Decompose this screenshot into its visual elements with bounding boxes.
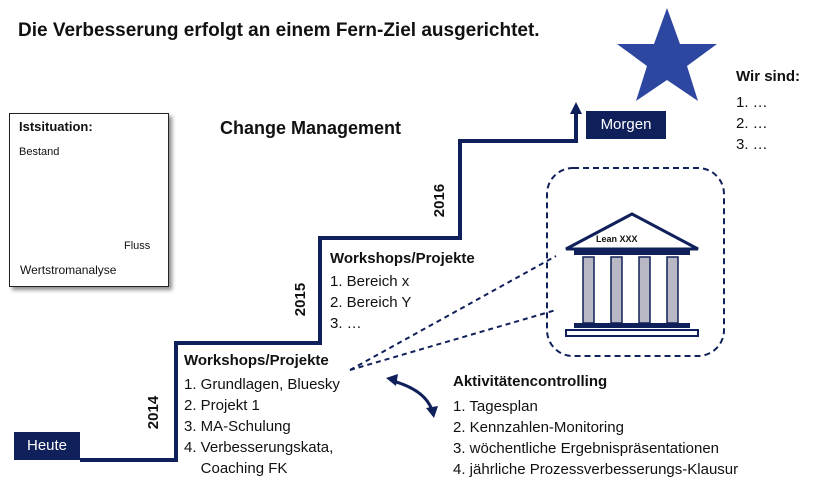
list-item: 1. Grundlagen, Bluesky [184,376,340,393]
current-state-caption: Wertstromanalyse [20,263,117,277]
list-item: 2. Kennzahlen-Monitoring [453,419,624,436]
heute-box: Heute [14,432,80,460]
goal-item: 1. … [736,94,768,111]
staircase-arrowhead [570,102,582,114]
workshops-2014-list: 1. Grundlagen, Bluesky 2. Projekt 1 3. M… [184,374,340,479]
goal-item: 2. … [736,115,768,132]
workshops-2015-list: 1. Bereich x 2. Bereich Y 3. … [330,271,411,334]
year-label-2016: 2016 [431,183,449,218]
year-label-2014: 2014 [145,395,163,430]
temple-label: Lean XXX [596,234,638,244]
list-item: Coaching FK [184,460,288,477]
list-item: 2. Projekt 1 [184,397,260,414]
page-title: Die Verbesserung erfolgt an einem Fern-Z… [18,20,540,41]
change-management-label: Change Management [220,118,402,138]
goal-heading: Wir sind: [736,68,801,85]
list-item: 2. Bereich Y [330,294,412,311]
current-state-heading: Istsituation: [19,119,93,134]
list-item: 3. MA-Schulung [184,418,291,435]
workshops-2014-heading: Workshops/Projekte [184,352,329,369]
dashed-connector-upper [349,255,557,371]
list-item: 1. Bereich x [330,273,410,290]
goal-star-icon [617,8,717,101]
morgen-box: Morgen [586,111,666,139]
workshops-2015-heading: Workshops/Projekte [330,250,475,267]
list-item: 3. … [330,315,362,332]
mini-chart-y-label: Bestand [19,146,60,158]
list-item: 1. Tagesplan [453,398,538,415]
mini-chart-x-label: Fluss [124,240,151,252]
year-label-2015: 2015 [292,282,310,317]
list-item: 4. Verbesserungskata, [184,439,334,456]
current-state-panel [9,113,169,287]
staircase-path [80,112,578,462]
list-item: 4. jährliche Prozessverbesserungs-Klausu… [453,461,739,478]
goal-item: 3. … [736,136,768,153]
lean-dashed-frame [546,167,725,357]
lean-temple-icon [565,212,699,337]
goal-list: 1. … 2. … 3. … [736,92,768,155]
activity-controlling-list: 1. Tagesplan 2. Kennzahlen-Monitoring 3.… [453,396,738,480]
activity-controlling-heading: Aktivitätencontrolling [453,373,608,390]
list-item: 3. wöchentliche Ergebnispräsentationen [453,440,720,457]
curved-double-arrow-icon [392,379,434,411]
